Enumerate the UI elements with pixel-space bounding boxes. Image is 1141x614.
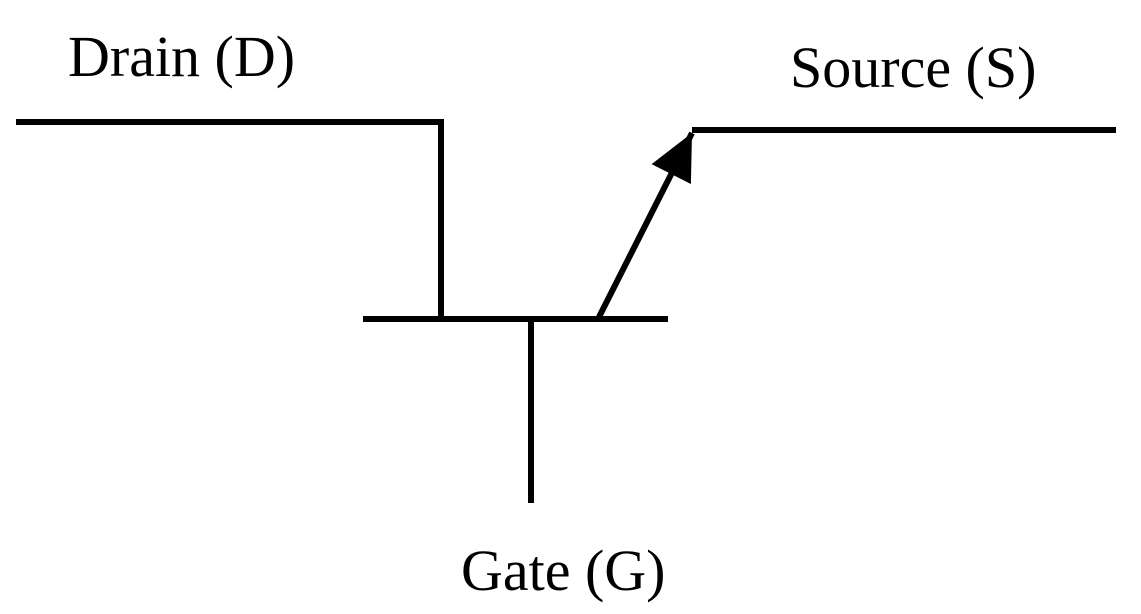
source-arrow [595,131,695,321]
drain-label: Drain (D) [68,24,295,89]
source-label: Source (S) [790,35,1036,100]
gate-label: Gate (G) [461,538,666,603]
drain-lead [16,119,444,320]
